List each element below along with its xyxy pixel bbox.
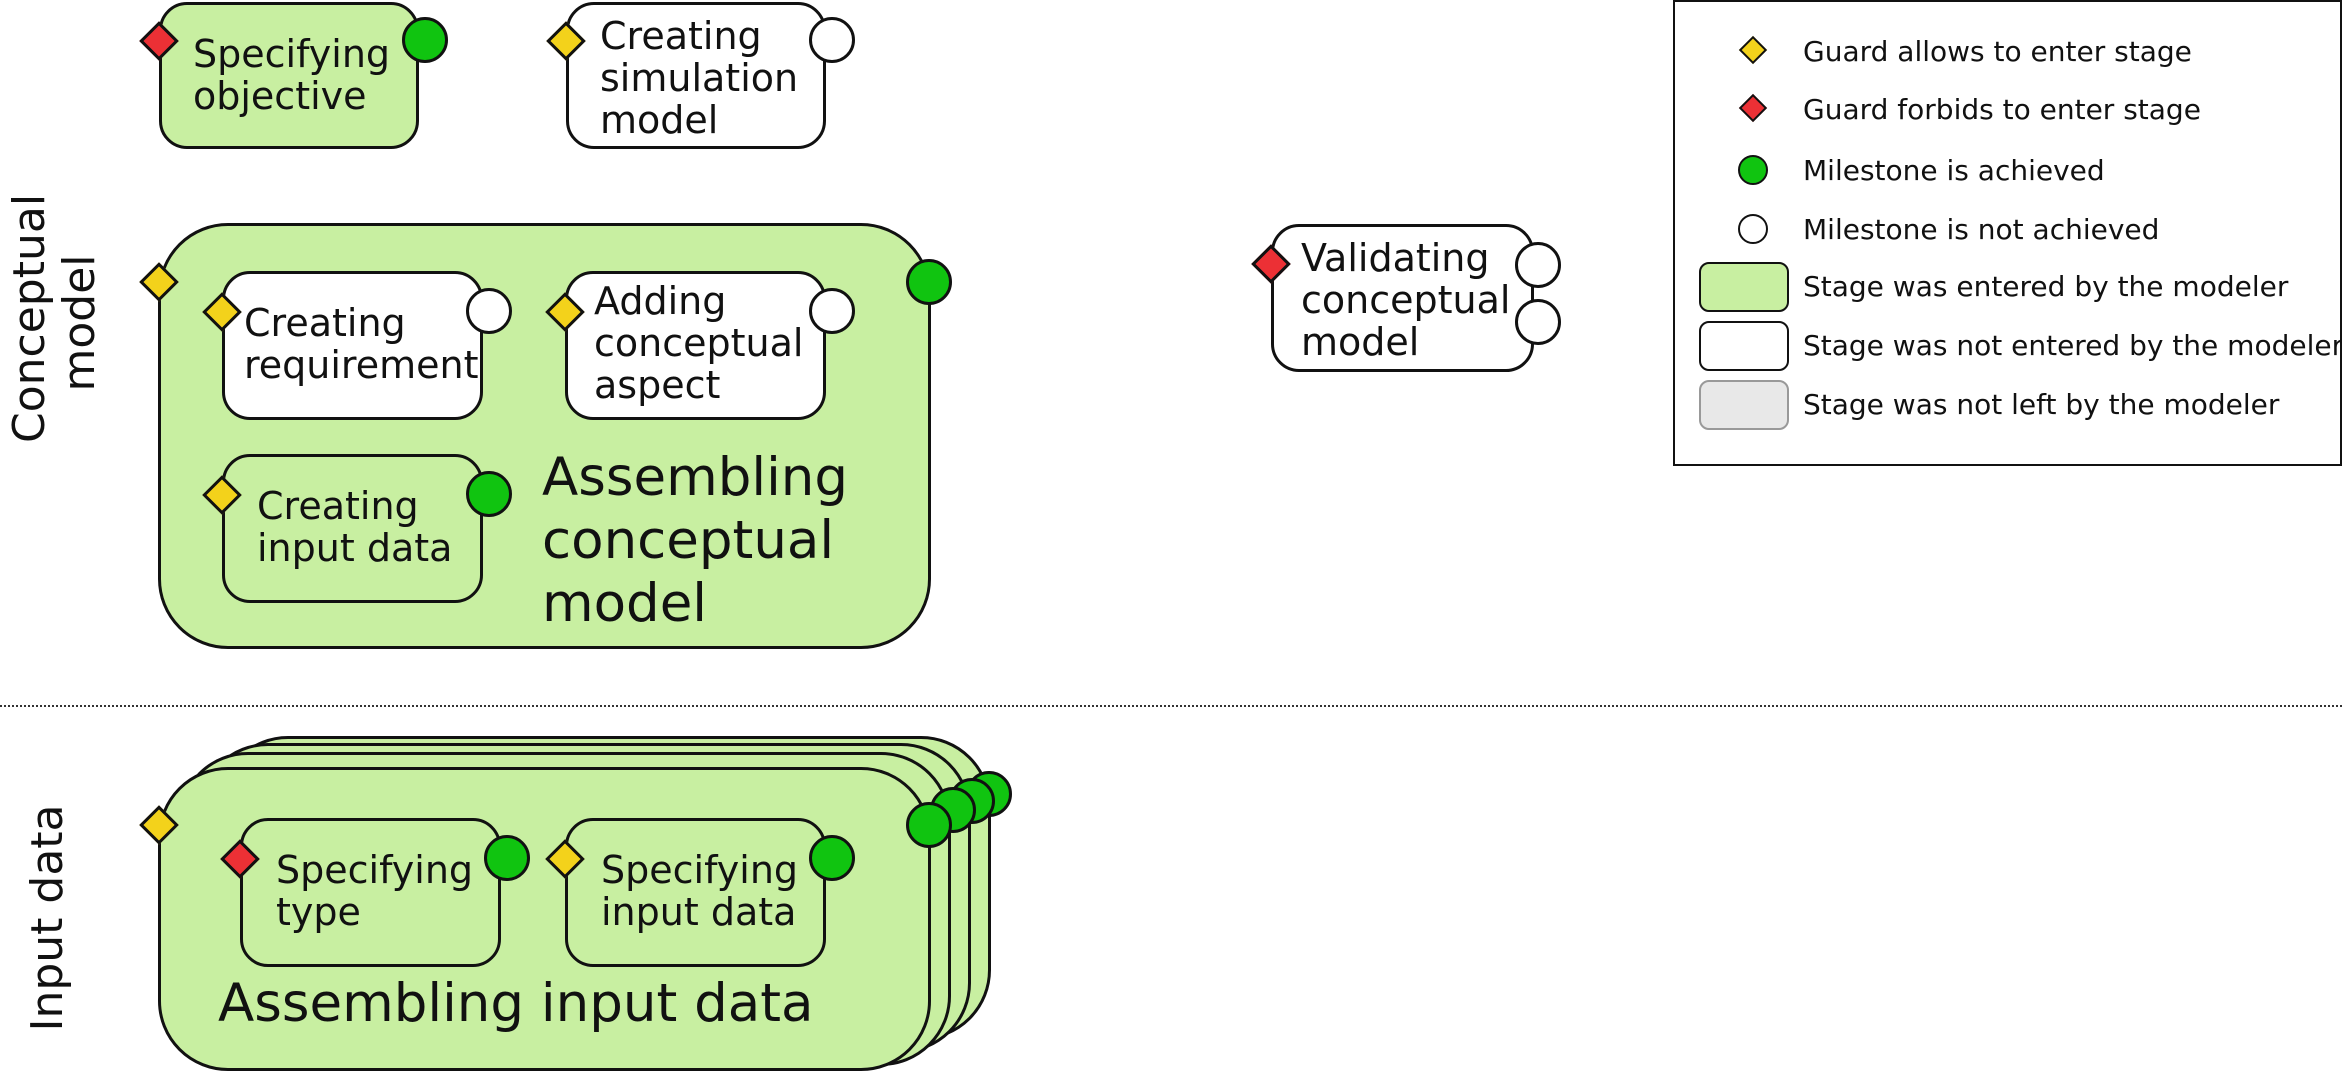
legend-item-guard-allows: Guard allows to enter stage	[1675, 24, 2340, 80]
stage-label: Specifying input data	[601, 848, 799, 934]
stage-label: Assembling conceptual model	[542, 447, 849, 634]
stage-creating-input-data[interactable]: Creating input data	[222, 454, 483, 603]
stage-specifying-type[interactable]: Specifying type	[240, 818, 501, 967]
milestone-not-achieved-icon	[809, 288, 855, 334]
lane-label-input-data: Input data	[22, 804, 73, 1032]
stage-specifying-input-data[interactable]: Specifying input data	[565, 818, 826, 967]
legend-item-milestone-achieved: Milestone is achieved	[1675, 143, 2340, 199]
legend-label: Stage was not entered by the modeler	[1803, 329, 2342, 362]
legend-label: Guard forbids to enter stage	[1803, 93, 2201, 126]
stage-label: Adding conceptual aspect	[594, 279, 804, 407]
stage-label: Assembling input data	[218, 973, 814, 1034]
legend-label: Milestone is not achieved	[1803, 213, 2160, 246]
milestone-not-achieved-icon	[466, 288, 512, 334]
legend-label: Stage was not left by the modeler	[1803, 388, 2280, 421]
stage-label: Creating requirement	[244, 301, 479, 387]
milestone-not-achieved-icon	[1738, 214, 1768, 244]
milestone-not-achieved-icon	[809, 17, 855, 63]
stage-creating-simulation-model[interactable]: Creating simulation model	[566, 2, 826, 149]
legend-label: Stage was entered by the modeler	[1803, 270, 2289, 303]
stage-label: Creating input data	[257, 484, 453, 570]
guard-forbids-icon	[1738, 93, 1768, 123]
stage-label: Validating conceptual model	[1301, 236, 1511, 364]
milestone-achieved-icon	[906, 259, 952, 305]
stage-not-entered-swatch	[1699, 321, 1789, 371]
milestone-achieved-icon	[906, 802, 952, 848]
stage-validating-conceptual-model[interactable]: Validating conceptual model	[1271, 224, 1534, 372]
legend-item-stage-not-left: Stage was not left by the modeler	[1675, 377, 2340, 433]
lane-label-conceptual-model: Conceptual model	[4, 193, 105, 443]
legend-item-guard-forbids: Guard forbids to enter stage	[1675, 82, 2340, 138]
stage-entered-swatch	[1699, 262, 1789, 312]
legend-item-stage-entered: Stage was entered by the modeler	[1675, 259, 2340, 315]
guard-allows-icon	[1738, 35, 1768, 65]
milestone-not-achieved-icon	[1515, 299, 1561, 345]
legend-label: Milestone is achieved	[1803, 154, 2105, 187]
milestone-achieved-icon	[484, 835, 530, 881]
milestone-achieved-icon	[809, 835, 855, 881]
legend: Guard allows to enter stage Guard forbid…	[1673, 0, 2342, 466]
stage-specifying-objective[interactable]: Specifying objective	[159, 2, 419, 149]
lane-divider	[0, 705, 2342, 707]
stage-label: Specifying objective	[193, 32, 391, 118]
legend-item-stage-not-entered: Stage was not entered by the modeler	[1675, 318, 2342, 374]
milestone-achieved-icon	[402, 17, 448, 63]
stage-adding-conceptual-aspect[interactable]: Adding conceptual aspect	[565, 271, 826, 420]
legend-item-milestone-not-achieved: Milestone is not achieved	[1675, 202, 2340, 258]
milestone-not-achieved-icon	[1515, 242, 1561, 288]
stage-label: Creating simulation model	[600, 14, 799, 142]
stage-creating-requirement[interactable]: Creating requirement	[222, 271, 483, 420]
milestone-achieved-icon	[1738, 155, 1768, 185]
milestone-achieved-icon	[466, 471, 512, 517]
legend-label: Guard allows to enter stage	[1803, 35, 2192, 68]
stage-not-left-swatch	[1699, 380, 1789, 430]
stage-label: Specifying type	[276, 848, 474, 934]
